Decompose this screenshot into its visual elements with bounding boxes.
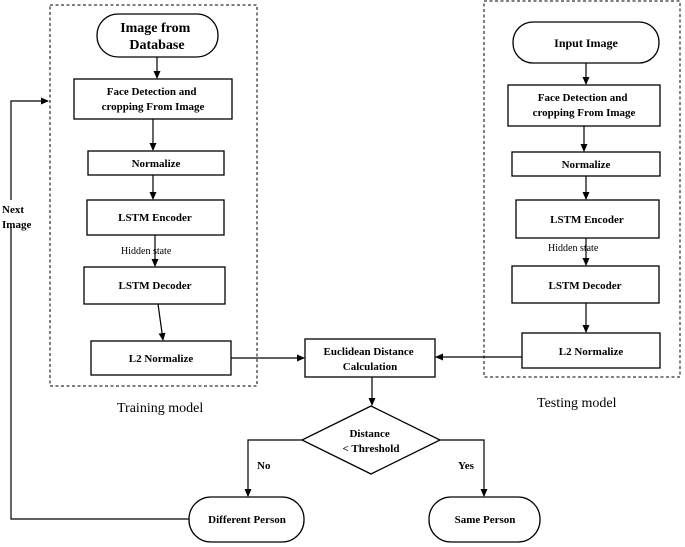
testing-lstm-encoder-box [515, 199, 660, 239]
training-arrow-5 [157, 303, 166, 341]
euclidean-distance-label: Euclidean Distance Calculation [324, 346, 417, 373]
yes-branch-arrow [440, 439, 488, 497]
training-face-detection-label: Face Detection and cropping From Image [102, 86, 205, 113]
testing-l2-normalize-label: L2 Normalize [559, 346, 624, 358]
training-normalize-label: Normalize [132, 158, 181, 170]
testing-l2-normalize-box [521, 332, 661, 369]
same-person-label: Same Person [455, 514, 516, 526]
testing-start-label: Input Image [554, 36, 618, 50]
testing-lstm-encoder-label: LSTM Encoder [550, 214, 624, 226]
different-person-label: Different Person [208, 514, 286, 526]
same-person-terminal [428, 496, 541, 543]
next-image-label: Next Image [2, 204, 31, 231]
training-start-label: Image from Database [120, 21, 194, 53]
testing-hidden-state-label: Hidden state [548, 243, 599, 254]
threshold-decision-label: Distance < Threshold [343, 428, 400, 455]
no-branch-label: No [257, 460, 271, 472]
training-lstm-decoder-box [83, 266, 226, 305]
training-model-caption: Training model [117, 401, 203, 416]
training-face-detection-box [73, 78, 233, 120]
training-hidden-state-label: Hidden state [121, 246, 172, 257]
threshold-decision-diamond [300, 405, 442, 475]
no-branch-arrow [244, 439, 302, 497]
testing-lstm-decoder-label: LSTM Decoder [548, 280, 621, 292]
testing-face-detection-label: Face Detection and cropping From Image [533, 92, 636, 119]
testing-model-caption: Testing model [537, 396, 617, 411]
training-lstm-encoder-label: LSTM Encoder [118, 212, 192, 224]
training-normalize-box [87, 150, 225, 176]
testing-normalize-label: Normalize [562, 159, 611, 171]
training-model-frame [49, 4, 258, 387]
yes-branch-label: Yes [458, 460, 475, 472]
training-lstm-decoder-label: LSTM Decoder [118, 280, 191, 292]
training-l2-normalize-label: L2 Normalize [129, 353, 194, 365]
testing-lstm-decoder-box [511, 265, 660, 304]
training-lstm-encoder-box [86, 199, 225, 236]
next-image-loop-lower [10, 228, 189, 520]
next-image-loop-upper [10, 97, 49, 200]
training-l2-normalize-box [90, 340, 232, 376]
